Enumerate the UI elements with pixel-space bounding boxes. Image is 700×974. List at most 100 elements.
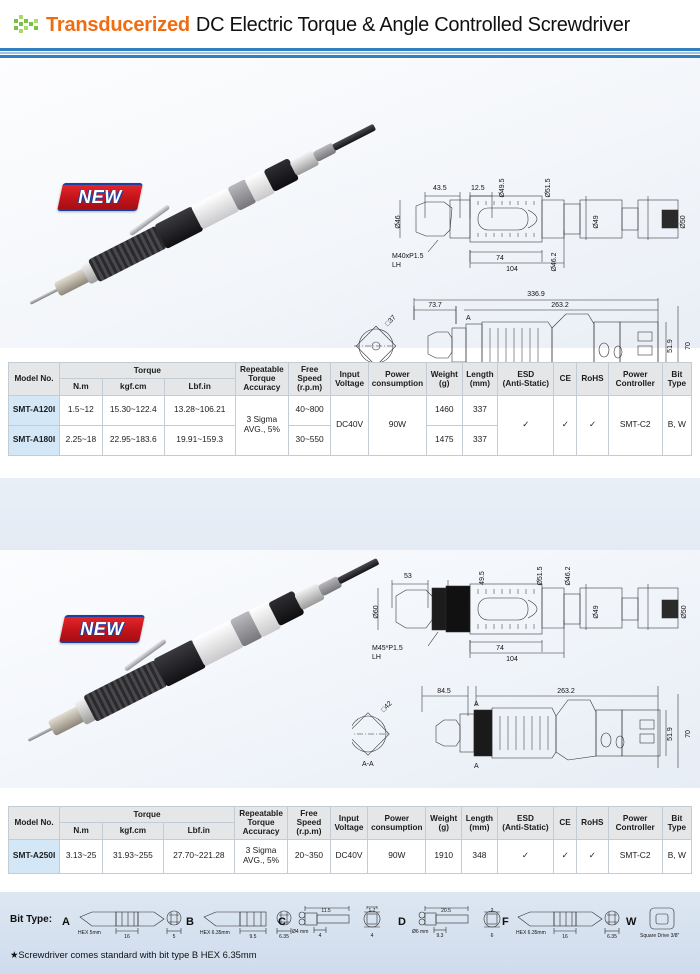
- dim-d60: Ø60: [373, 605, 380, 618]
- product-section-1: NEW: [0, 58, 700, 380]
- dim-12-5: 12.5: [471, 185, 485, 192]
- table-row: SMT-A250I 3.13~25 31.93~255 27.70~221.28…: [7, 838, 693, 874]
- cell-weight: 1460: [425, 394, 463, 426]
- cell-weight: 1475: [425, 424, 463, 456]
- table-header-row-top: Model No. Torque Repeatable Torque Accur…: [7, 805, 693, 840]
- section2-mark-a-bottom: A: [474, 763, 479, 770]
- cell-ce: ✓: [553, 838, 578, 874]
- cell-kgfcm: 15.30~122.4: [101, 394, 165, 426]
- bit-type-legend-band: [0, 892, 700, 974]
- th-controller: Power Controller: [607, 806, 663, 840]
- th-weight: Weight (g): [425, 806, 463, 840]
- bit-w-spec: Square Drive 3/8": [640, 933, 680, 939]
- thread-spec-2: M45*P1.5: [372, 645, 403, 652]
- spec-table-2: Model No. Torque Repeatable Torque Accur…: [7, 805, 693, 874]
- bit-a-spec: HEX 5mm: [78, 930, 101, 936]
- table-header-row-top: Model No. Torque Repeatable Torque Accur…: [8, 361, 693, 396]
- dim-74: 74: [496, 255, 504, 262]
- bit-c-spec: Ø4 mm: [292, 929, 308, 935]
- table-header-row-units: N.m kgf.cm Lbf.in: [9, 378, 692, 396]
- section2-view-aa: A-A: [362, 761, 374, 768]
- th-nm: N.m: [59, 822, 103, 840]
- cell-controller: SMT-C2: [607, 394, 663, 456]
- dim2-51-9: 51.9: [667, 727, 674, 741]
- dim-sq37: □37: [384, 314, 398, 328]
- th-rohs: RoHS: [576, 362, 609, 396]
- legend-note: ★Screwdriver comes standard with bit typ…: [10, 949, 257, 960]
- th-accuracy: Repeatable Torque Accuracy: [234, 362, 290, 396]
- th-weight: Weight (g): [425, 362, 463, 396]
- th-length: Length (mm): [461, 806, 498, 840]
- cell-nm: 2.25~18: [59, 424, 103, 456]
- dim2-d49: Ø49: [593, 605, 600, 618]
- cell-accuracy: 3 Sigma AVG., 5%: [233, 838, 289, 874]
- cell-length: 348: [461, 838, 498, 874]
- th-nm: N.m: [59, 378, 103, 396]
- bit-b-d1: 9.5: [250, 934, 257, 940]
- table-row: SMT-A180I 2.25~18 22.95~183.6 19.91~159.…: [8, 424, 692, 456]
- th-lbfin: Lbf.in: [162, 822, 235, 840]
- header-brand-word: Transducerized: [46, 14, 190, 36]
- bit-d-d1: 20.5: [441, 908, 451, 914]
- bit-a-d1: 16: [124, 934, 130, 940]
- dim-sq42: □42: [380, 700, 394, 714]
- th-controller: Power Controller: [607, 362, 663, 396]
- dim-336-9: 336.9: [527, 291, 545, 298]
- th-bit: Bit Type: [661, 806, 693, 840]
- page-title: DC Electric Torque & Angle Controlled Sc…: [195, 14, 630, 36]
- cell-speed: 30~550: [287, 424, 332, 456]
- thread-dir-2: LH: [372, 654, 381, 661]
- bit-c-d1: 11.5: [321, 908, 331, 914]
- cell-length: 337: [461, 394, 499, 426]
- bit-f-d2: 6.35: [607, 934, 617, 940]
- bit-d-spec: Ø6 mm: [412, 929, 428, 935]
- bit-c-d3: 4: [319, 933, 322, 939]
- dim2-70: 70: [685, 730, 692, 738]
- header-rule-mid: [0, 52, 700, 54]
- bit-f-spec: HEX 6.35mm: [516, 930, 546, 936]
- cell-model: SMT-A180I: [8, 424, 60, 456]
- new-badge-label-2: NEW: [80, 618, 124, 639]
- cell-lbfin: 19.91~159.3: [163, 424, 236, 456]
- cell-speed: 20~350: [287, 838, 331, 874]
- bit-key-f: F: [502, 916, 509, 928]
- th-torque: Torque: [59, 805, 235, 824]
- dimension-drawing-2-top: 53 74 104 Ø60 49.5 Ø51.5 Ø46.2 Ø49 Ø50 M…: [372, 556, 694, 668]
- dimension-drawing-1-top: 43.5 12.5 74 104 Ø46 Ø49.5 Ø51.5 Ø46.2 Ø…: [392, 170, 692, 275]
- th-model: Model No.: [8, 362, 60, 396]
- dim-70: 70: [685, 342, 692, 350]
- bit-type-label: Bit Type:: [10, 914, 53, 925]
- th-voltage: Input Voltage: [330, 362, 369, 396]
- dim-43-5: 43.5: [433, 185, 447, 192]
- dim-d46-2: Ø46.2: [551, 252, 558, 271]
- cell-bit: B, W: [661, 394, 693, 456]
- th-power: Power consumption: [367, 362, 427, 396]
- cell-kgfcm: 22.95~183.6: [101, 424, 165, 456]
- th-rohs: RoHS: [576, 806, 609, 840]
- bit-d-d4: 6: [491, 933, 494, 939]
- bit-key-c: C: [278, 916, 286, 928]
- dim-d50: Ø50: [680, 215, 687, 228]
- cell-lbfin: 27.70~221.28: [162, 838, 235, 874]
- th-torque: Torque: [59, 361, 236, 380]
- cell-lbfin: 13.28~106.21: [163, 394, 236, 426]
- cell-bit: B, W: [661, 838, 693, 874]
- section-mark-a-top: A: [466, 315, 471, 322]
- bit-key-a: A: [62, 916, 70, 928]
- new-badge-label-1: NEW: [78, 186, 122, 207]
- th-accuracy: Repeatable Torque Accuracy: [233, 806, 289, 840]
- dim-104: 104: [506, 266, 518, 273]
- table-header-row-units: N.m kgf.cm Lbf.in: [9, 822, 692, 840]
- dim-73-7: 73.7: [428, 302, 442, 309]
- cell-model: SMT-A250I: [7, 838, 61, 874]
- th-speed: Free Speed (r.p.m): [287, 806, 331, 840]
- bit-d-d3: 9.3: [437, 933, 444, 939]
- th-esd: ESD (Anti-Static): [497, 362, 555, 396]
- dimension-drawing-2-bottom: 84.5 263.2 A A A-A □42 51.9 70: [352, 672, 696, 782]
- cell-nm: 1.5~12: [59, 394, 103, 426]
- cell-voltage: DC40V: [330, 394, 369, 456]
- dim2-d46-2: Ø46.2: [565, 566, 572, 585]
- bit-d-d2: 2: [491, 908, 494, 914]
- bit-key-w: W: [626, 916, 637, 928]
